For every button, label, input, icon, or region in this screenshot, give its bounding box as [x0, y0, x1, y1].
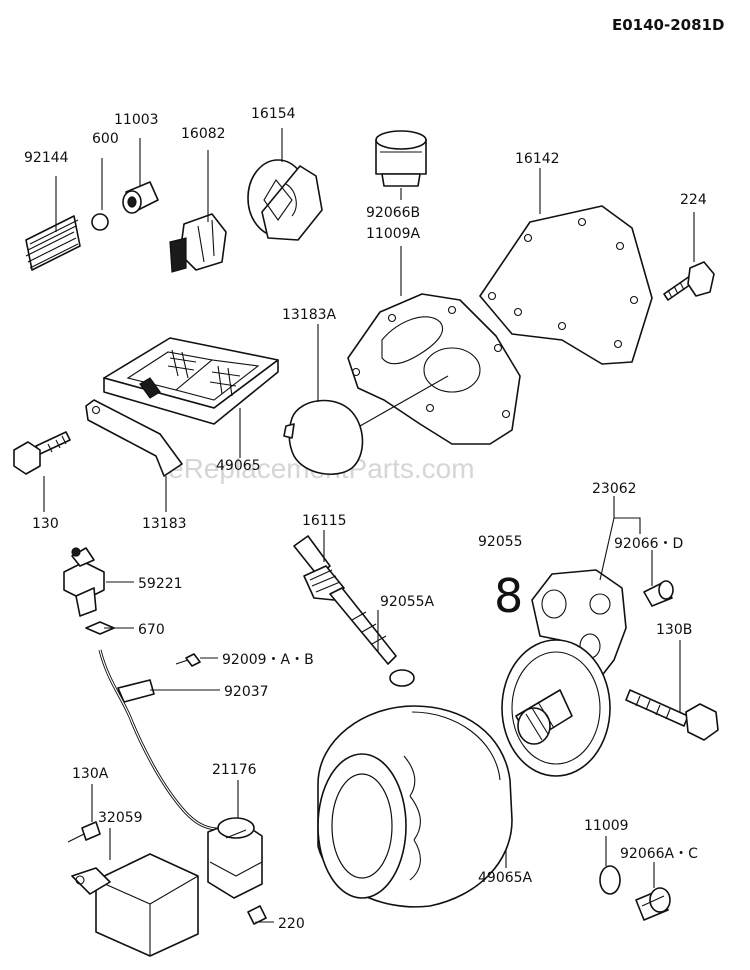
solenoid-21176	[207, 817, 263, 899]
callout-11009: 11009	[584, 818, 629, 834]
disc-13183A	[283, 399, 364, 476]
plug-92066A-C	[635, 887, 671, 921]
callout-92066A-C: 92066A・C	[620, 846, 698, 862]
spring-92144	[25, 215, 81, 271]
callout-16082: 16082	[181, 126, 226, 142]
switch-59221	[63, 547, 105, 617]
callout-92066-D: 92066・D	[614, 536, 683, 552]
o-ring-92055-symbol: 8	[494, 569, 523, 623]
harness-wire-inner	[99, 649, 233, 830]
callout-21176: 21176	[212, 762, 257, 778]
callout-224: 224	[680, 192, 707, 208]
oil-filter-49065A	[317, 705, 513, 908]
cover-plate-16142	[479, 205, 653, 365]
leader-lines	[43, 128, 695, 924]
screw-92009	[175, 653, 201, 667]
callout-92009-A-B: 92009・A・B	[222, 652, 314, 668]
callout-600: 600	[92, 131, 119, 147]
bolt-130B	[625, 689, 719, 741]
callout-11009A: 11009A	[366, 226, 421, 242]
callout-92055: 92055	[478, 534, 523, 550]
bracket-13183	[85, 399, 183, 477]
rotor-16082	[169, 213, 227, 273]
filter-mount-flange	[501, 639, 611, 777]
plug-92066-D	[643, 580, 674, 607]
callout-220: 220	[278, 916, 305, 932]
bushing-11003	[122, 181, 159, 214]
callout-130B: 130B	[656, 622, 692, 638]
callout-49065A: 49065A	[478, 870, 533, 886]
screw-220	[247, 905, 267, 925]
valve-16115	[293, 535, 397, 665]
callout-92037: 92037	[224, 684, 269, 700]
screen-49065	[103, 337, 279, 425]
callout-23062: 23062	[592, 481, 637, 497]
callout-32059: 32059	[98, 810, 143, 826]
diagram-reference-code: E0140-2081D	[612, 16, 724, 34]
gear-16154	[247, 159, 323, 241]
washer-11009	[599, 865, 621, 895]
o-ring-92055A	[389, 669, 415, 687]
callout-670: 670	[138, 622, 165, 638]
callout-49065: 49065	[216, 458, 261, 474]
callout-130A: 130A	[72, 766, 109, 782]
callout-59221: 59221	[138, 576, 183, 592]
screw-130A	[67, 821, 101, 843]
housing-23062	[531, 569, 627, 679]
callout-16115: 16115	[302, 513, 347, 529]
ball-600	[91, 213, 109, 231]
callout-13183A: 13183A	[282, 307, 337, 323]
bracket-32059	[71, 853, 199, 957]
callout-92144: 92144	[24, 150, 69, 166]
gasket-11009A	[347, 293, 521, 445]
callout-11003: 11003	[114, 112, 159, 128]
plug-92066B	[375, 130, 427, 187]
callout-92066B: 92066B	[366, 205, 420, 221]
clamp-92037	[117, 679, 155, 703]
callout-16154: 16154	[251, 106, 296, 122]
callout-13183: 13183	[142, 516, 187, 532]
callout-16142: 16142	[515, 151, 560, 167]
callout-labels: 92144 600 11003 16082 16154 92066B 11009…	[24, 106, 707, 932]
callout-130: 130	[32, 516, 59, 532]
harness-wire	[98, 649, 233, 831]
bolt-224	[663, 261, 715, 301]
callout-92055A: 92055A	[380, 594, 435, 610]
bolt-130	[13, 431, 71, 475]
